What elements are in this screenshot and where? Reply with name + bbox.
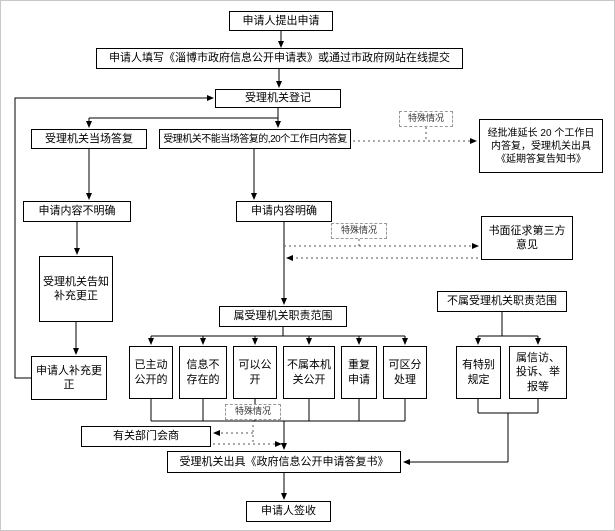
node-applicant-supplement: 申请人补充更正 (31, 356, 107, 400)
node-petition-complaint: 属信访、投诉、举报等 (509, 346, 567, 399)
node-applicant-sign: 申请人签收 (246, 501, 331, 522)
node-special-rule: 有特别规定 (456, 346, 501, 399)
dotted-arrows (213, 127, 479, 447)
node-out-of-scope: 不属受理机关职责范围 (437, 291, 567, 312)
node-special-case-top: 特殊情况 (399, 111, 453, 127)
node-onsite-reply: 受理机关当场答复 (31, 129, 147, 149)
node-content-unclear: 申请内容不明确 (23, 201, 131, 222)
node-repeat-application: 重复申请 (341, 346, 377, 399)
node-in-scope: 属受理机关职责范围 (219, 306, 347, 327)
node-info-not-exist: 信息不存在的 (179, 346, 227, 399)
node-special-case-mid: 特殊情况 (331, 223, 387, 239)
node-content-clear: 申请内容明确 (236, 201, 332, 222)
node-can-disclose: 可以公开 (233, 346, 277, 399)
node-department-consult: 有关部门会商 (81, 426, 211, 447)
node-not-onsite-reply: 受理机关不能当场答复的,20个工作日内答复 (159, 129, 351, 149)
node-submit-application: 申请人提出申请 (229, 11, 333, 31)
node-extension-notice: 经批准延长 20 个工作日内答复，受理机关出具《延期答复告知书》 (479, 119, 603, 173)
node-separable-handling: 可区分处理 (383, 346, 427, 399)
node-third-party-opinion: 书面征求第三方意见 (481, 216, 573, 260)
node-register: 受理机关登记 (215, 89, 341, 108)
node-notify-supplement: 受理机关告知补充更正 (39, 256, 113, 322)
node-reply-document: 受理机关出具《政府信息公开申请答复书》 (167, 451, 401, 473)
solid-arrows (14, 31, 541, 500)
node-not-this-organ: 不属本机关公开 (283, 346, 335, 399)
node-fill-form: 申请人填写《淄博市政府信息公开申请表》或通过市政府网站在线提交 (96, 48, 463, 69)
node-special-case-bottom: 特殊情况 (225, 404, 281, 420)
node-already-public: 已主动公开的 (129, 346, 173, 399)
